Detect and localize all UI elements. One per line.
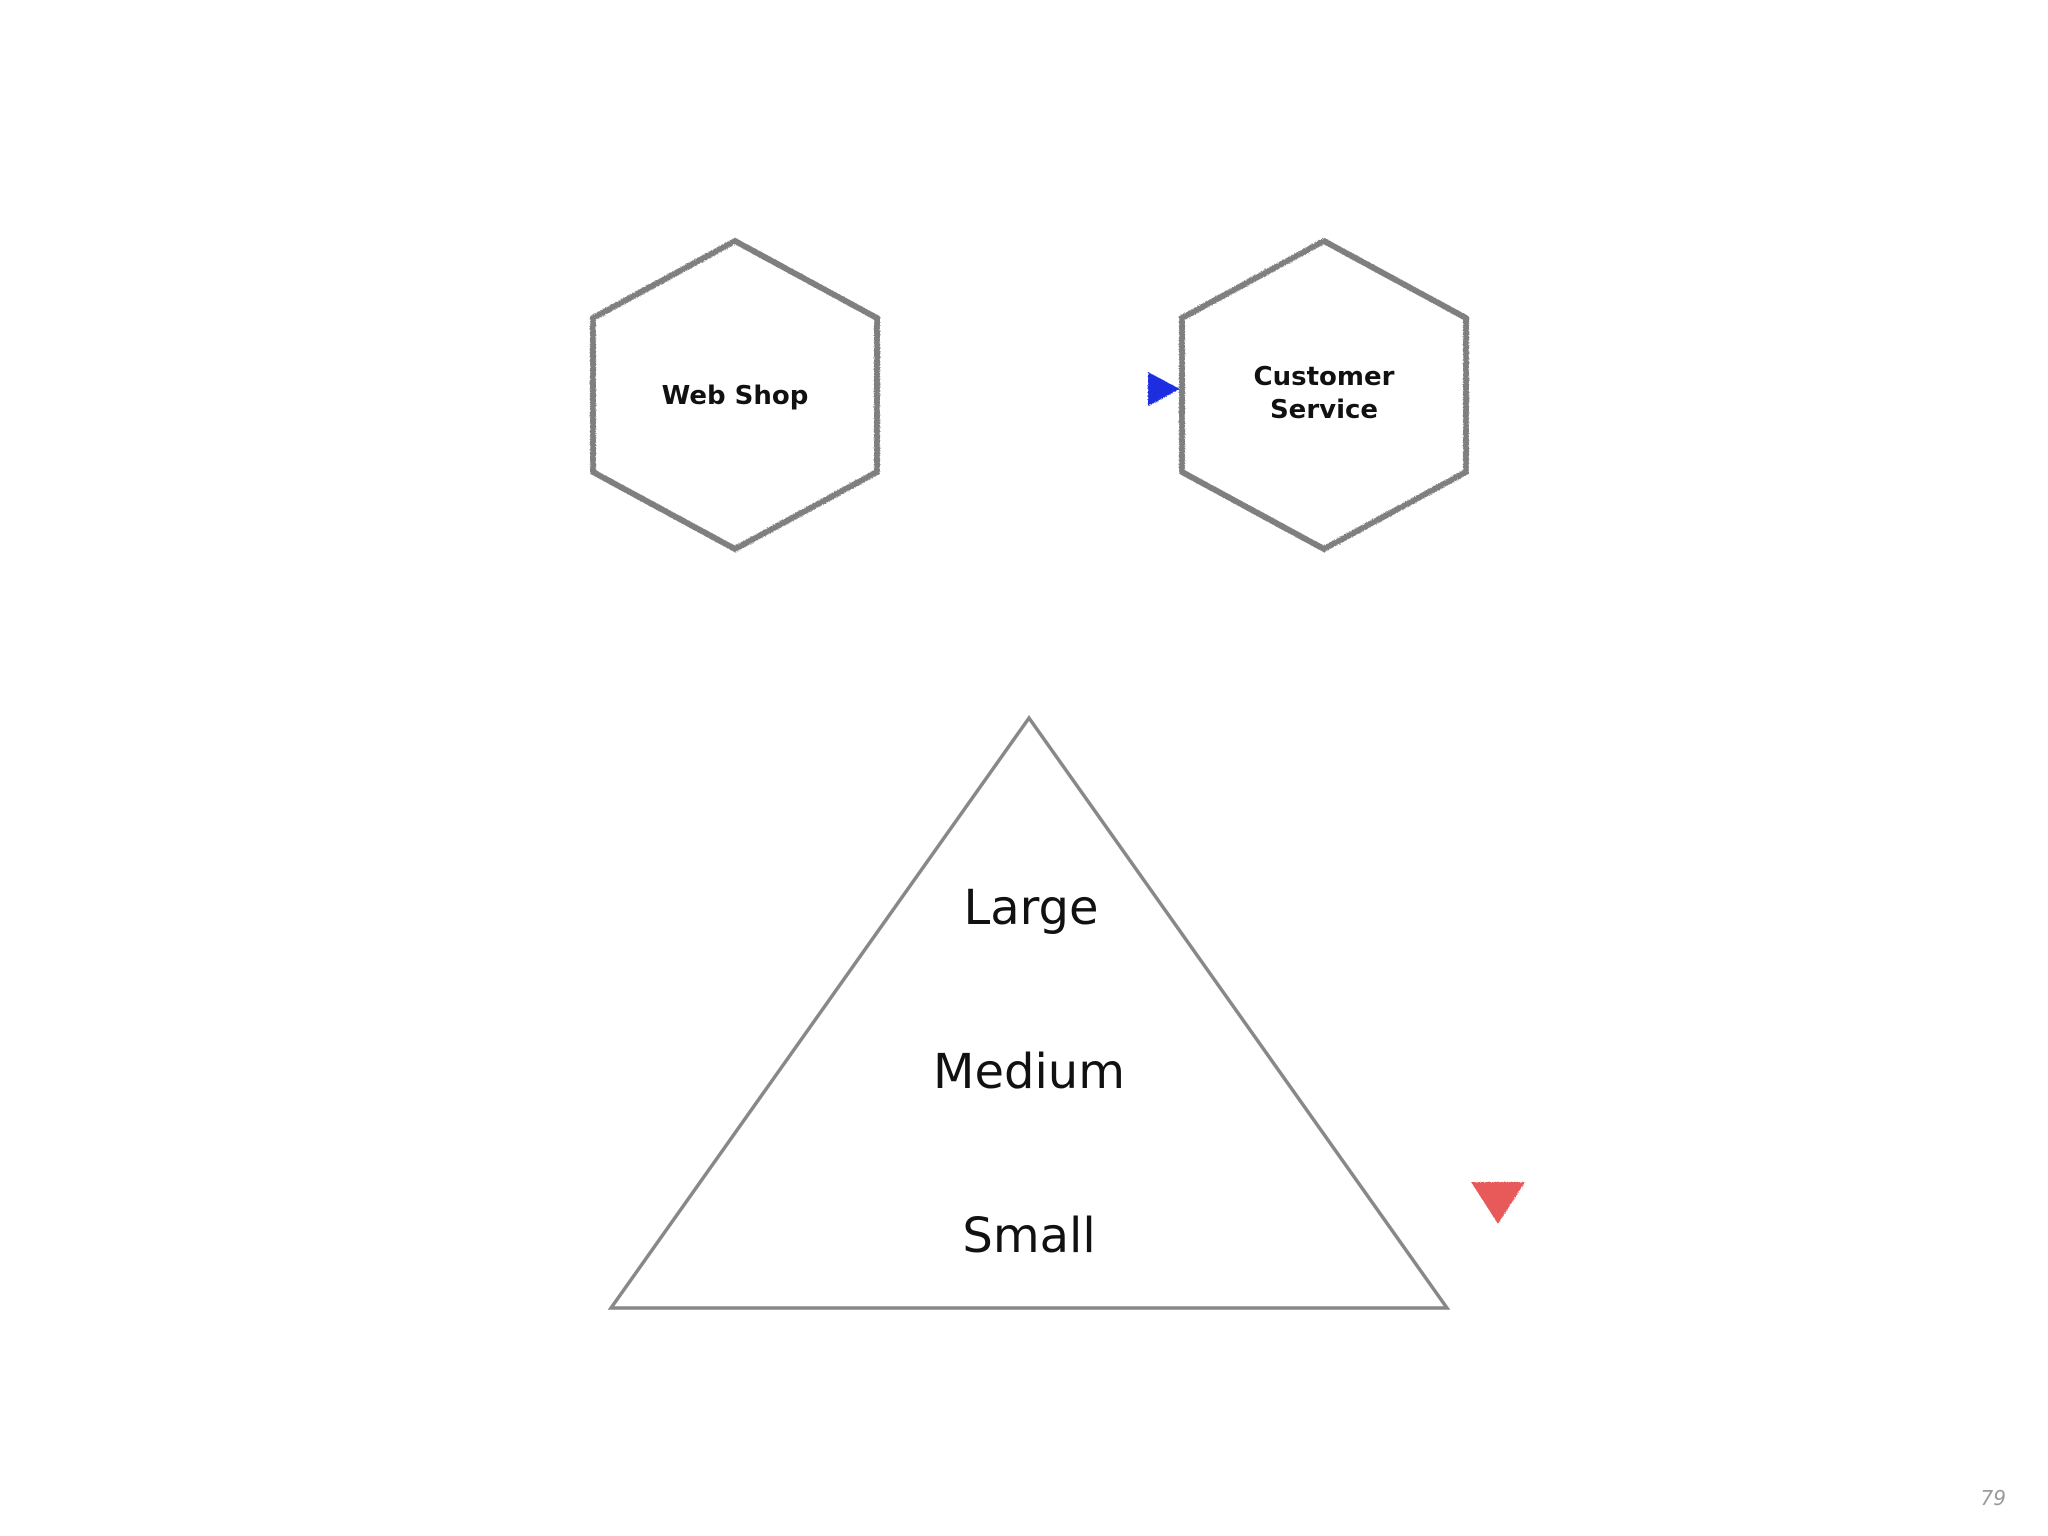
web-shop-hexagon: [590, 237, 880, 553]
pyramid-tier-medium: Medium: [933, 1044, 1125, 1100]
pyramid-tier-small: Small: [962, 1208, 1095, 1264]
size-pyramid: Large Medium Small: [607, 714, 1451, 1310]
web-shop-node: Web Shop: [590, 237, 880, 553]
web-shop-label: Web Shop: [662, 381, 809, 411]
service-dependency-arrow: [876, 372, 1180, 406]
customer-service-node: Customer Service: [1179, 237, 1469, 553]
page-number: 79: [1980, 1486, 2006, 1510]
pyramid-tier-large: Large: [963, 880, 1098, 936]
customer-service-label-line1: Customer: [1254, 362, 1395, 392]
service-arrow-head: [1148, 372, 1180, 406]
customer-service-label-line2: Service: [1270, 395, 1378, 425]
size-direction-arrow: [1471, 808, 1525, 1224]
pyramid-triangle: [607, 714, 1451, 1310]
customer-service-hexagon: [1179, 237, 1469, 553]
size-arrow-head: [1471, 1182, 1525, 1224]
